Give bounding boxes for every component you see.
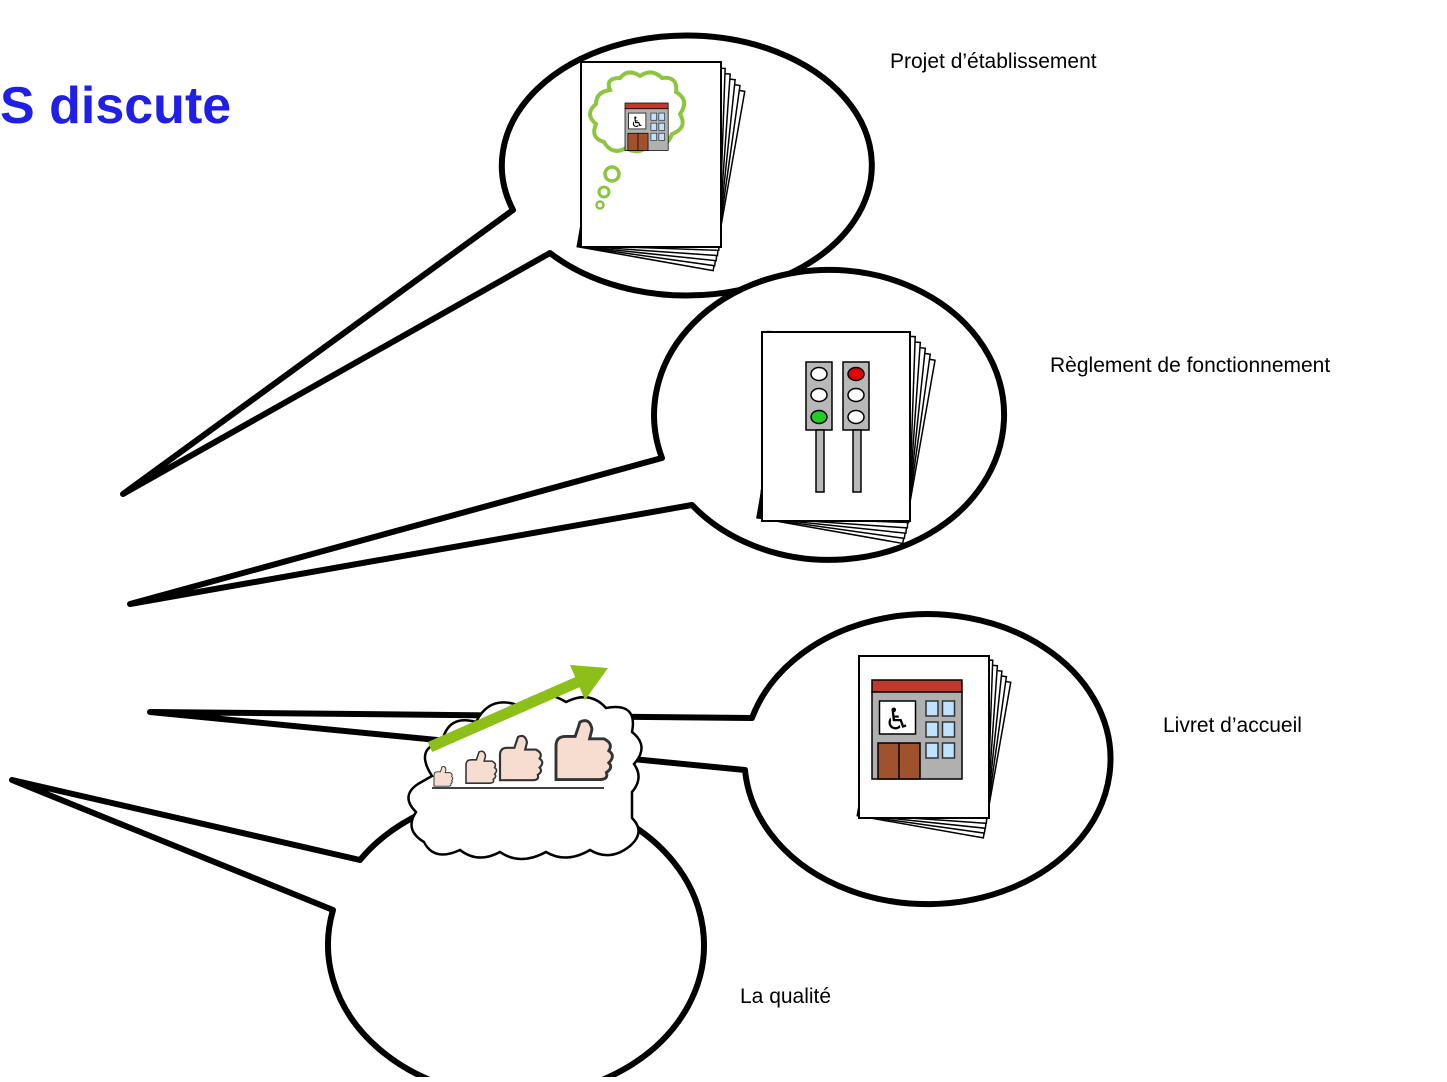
label-reglement-fonctionnement: Règlement de fonctionnement — [1050, 354, 1331, 377]
speech-bubble-qualite — [9, 665, 707, 1082]
document-building-icon — [856, 655, 1012, 839]
document-building-thought-icon — [576, 61, 746, 272]
quality-thumbs-up-arrow-icon — [407, 665, 643, 861]
label-projet-etablissement: Projet d’établissement — [890, 50, 1097, 73]
label-qualite: La qualité — [740, 985, 832, 1008]
label-livret-accueil: Livret d’accueil — [1163, 714, 1302, 737]
document-traffic-lights-icon — [756, 330, 936, 545]
page-title: S discute — [0, 77, 232, 135]
speech-bubble-reglement — [127, 266, 1008, 607]
speech-bubble-livret — [147, 611, 1114, 908]
speech-bubble-projet — [120, 32, 875, 497]
